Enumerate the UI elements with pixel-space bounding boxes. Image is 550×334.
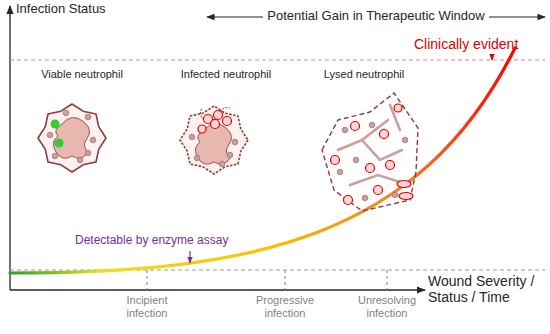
- cell-label: Viable neutrophil: [41, 68, 123, 81]
- threshold-pointer: [491, 54, 492, 60]
- threshold-label: Clinically evident: [414, 36, 518, 52]
- x-axis: [10, 289, 425, 290]
- clinical-threshold: [10, 60, 545, 61]
- stage-label: Unresolving infection: [354, 294, 420, 319]
- infection-curve: [10, 48, 515, 273]
- axis-title: Wound Severity / Status / Time: [428, 273, 544, 305]
- axis-title: Infection Status: [16, 2, 106, 17]
- stage-label: Progressive infection: [252, 294, 318, 319]
- cell-label: Infected neutrophil: [181, 68, 272, 81]
- assay-label: Detectable by enzyme assay: [75, 234, 228, 248]
- assay-pointer: [189, 251, 190, 263]
- infected-neutrophil: [180, 106, 248, 174]
- window-label: Potential Gain in Therapeutic Window: [263, 9, 488, 24]
- y-axis: [9, 6, 10, 290]
- viable-neutrophil: [38, 104, 106, 172]
- cell-label: Lysed neutrophil: [324, 68, 404, 81]
- stage-ticks: [147, 270, 387, 291]
- stage-label: Incipient infection: [114, 294, 180, 319]
- lysed-neutrophil: [322, 93, 418, 211]
